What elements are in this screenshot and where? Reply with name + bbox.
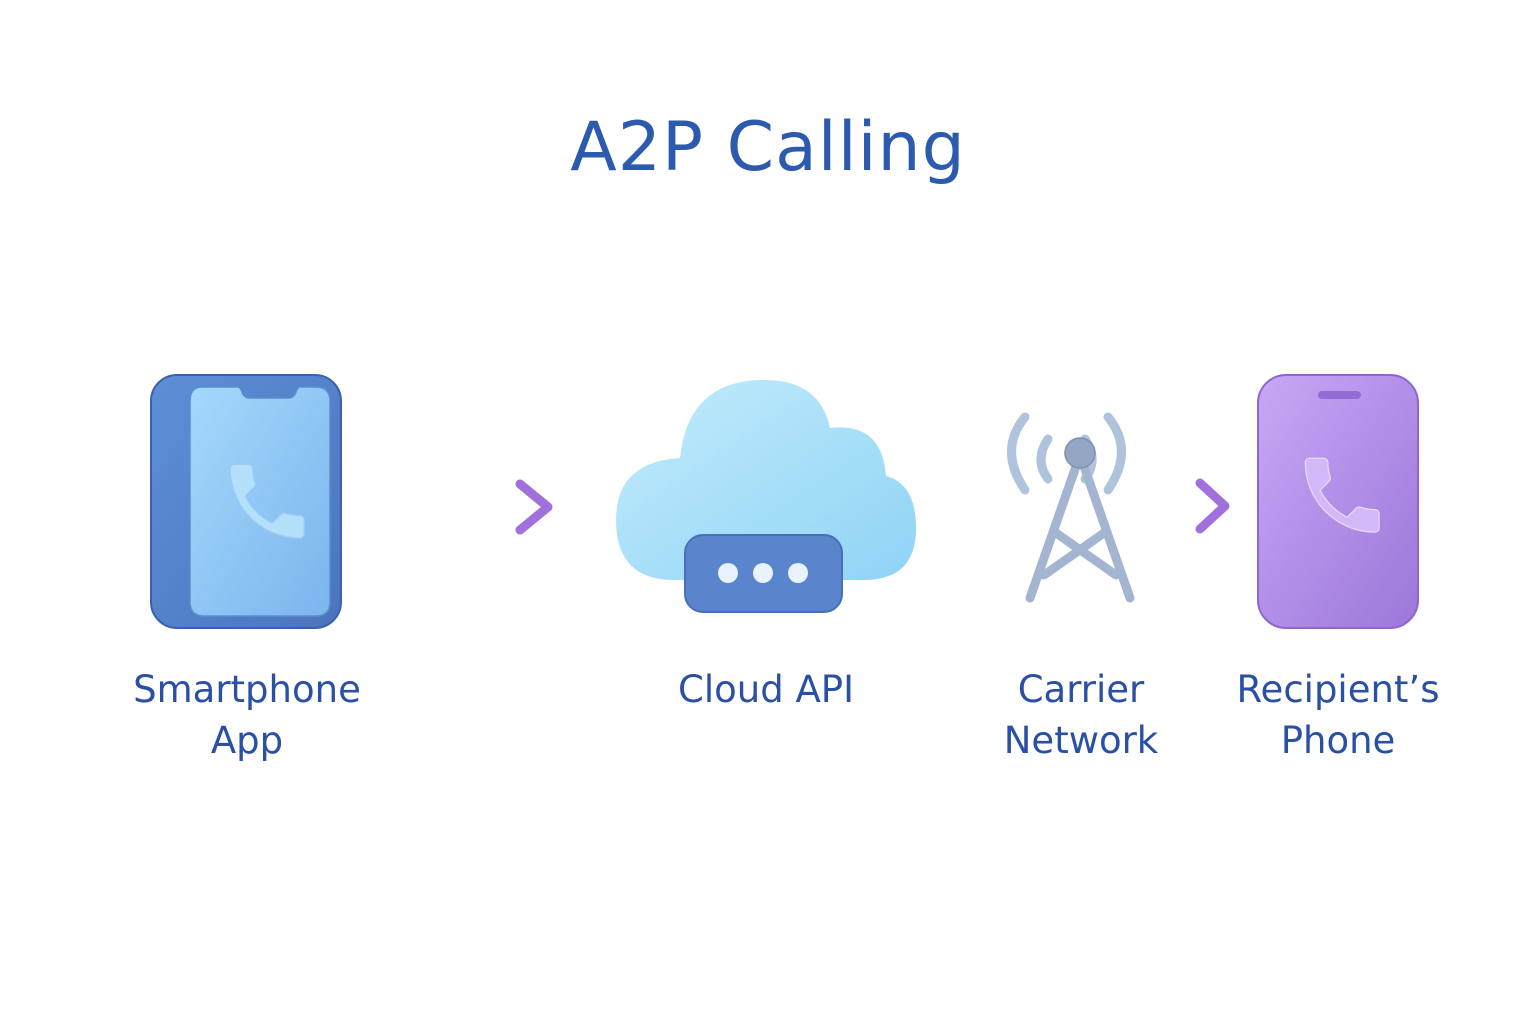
label-cloud-api: Cloud API (606, 664, 926, 715)
recipient-phone-icon (1257, 374, 1419, 629)
handset-icon (1304, 457, 1380, 533)
label-line: Network (1003, 719, 1159, 762)
label-line: Carrier (1017, 668, 1145, 711)
label-line: App (210, 719, 284, 762)
label-line: Cloud API (678, 668, 854, 711)
arrow-app-to-cloud (395, 479, 553, 535)
smartphone-icon (150, 374, 342, 629)
label-line: Phone (1280, 719, 1396, 762)
cell-tower-icon (968, 412, 1230, 603)
label-recipients-phone: Recipient’s Phone (1178, 664, 1498, 766)
diagram-title: A2P Calling (570, 108, 966, 187)
label-carrier-network: Carrier Network (921, 664, 1241, 766)
label-line: Recipient’s (1236, 668, 1440, 711)
handset-icon (229, 463, 305, 539)
label-line: Smartphone (133, 668, 361, 711)
label-smartphone-app: Smartphone App (87, 664, 407, 766)
cloud-icon (616, 380, 916, 613)
